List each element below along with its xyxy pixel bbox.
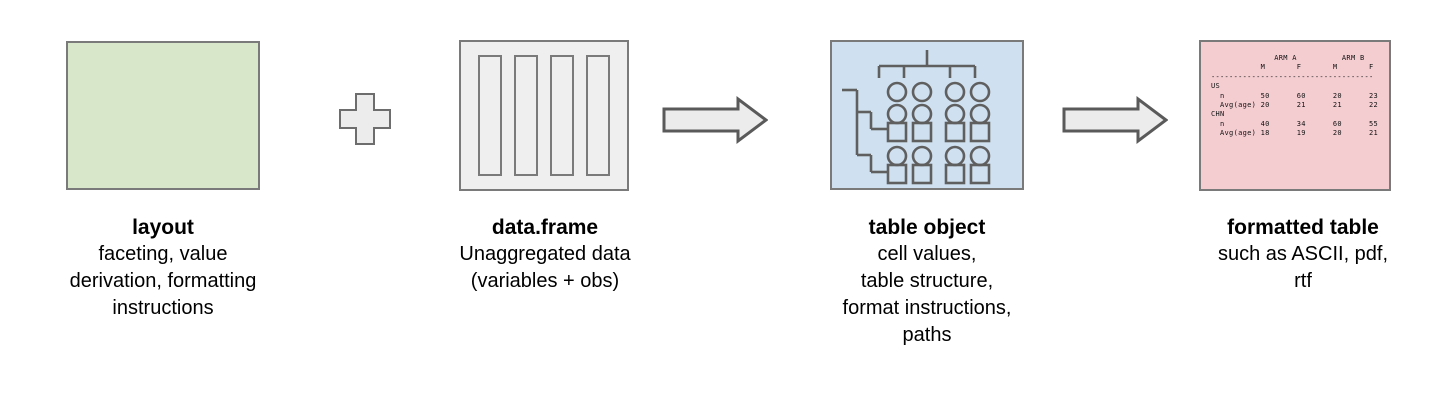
layout-desc-line: instructions xyxy=(112,297,214,319)
layout-desc-line: faceting, value xyxy=(98,243,228,265)
caption-table-object: table object cell values, table structur… xyxy=(786,214,1068,349)
dataframe-desc-line: Unaggregated data xyxy=(459,243,631,265)
dataframe-column xyxy=(550,55,574,176)
formatted-table-panel: ARM A ARM B M F M F --------------------… xyxy=(1199,40,1391,191)
layout-panel xyxy=(66,41,260,190)
caption-formatted-table: formatted table such as ASCII, pdf, rtf xyxy=(1162,214,1444,295)
layout-title: layout xyxy=(132,216,194,239)
dataframe-column xyxy=(514,55,538,176)
arrow-right-icon-1 xyxy=(662,96,768,144)
formatted-table-title: formatted table xyxy=(1227,216,1379,239)
table-object-structure-graphic xyxy=(842,50,991,185)
dataframe-title: data.frame xyxy=(491,216,599,239)
dataframe-column xyxy=(586,55,610,176)
plus-connector-icon xyxy=(339,93,391,145)
ascii-table-preview: ARM A ARM B M F M F --------------------… xyxy=(1211,54,1379,138)
table-object-desc-line: format instructions, xyxy=(842,297,1012,319)
dataframe-panel xyxy=(459,40,629,191)
layout-desc-line: derivation, formatting xyxy=(69,270,257,292)
table-object-desc-line: cell values, xyxy=(877,243,977,265)
table-object-desc-line: paths xyxy=(902,324,952,346)
caption-layout: layout faceting, value derivation, forma… xyxy=(22,214,304,322)
table-object-title: table object xyxy=(868,216,986,239)
table-object-desc-line: table structure, xyxy=(860,270,994,292)
formatted-table-desc-line: rtf xyxy=(1294,270,1312,292)
caption-dataframe: data.frame Unaggregated data (variables … xyxy=(404,214,686,295)
formatted-table-desc-line: such as ASCII, pdf, xyxy=(1217,243,1389,265)
dataframe-column xyxy=(478,55,502,176)
dataframe-columns xyxy=(461,42,627,189)
table-object-panel xyxy=(830,40,1024,190)
arrow-right-icon-2 xyxy=(1062,96,1168,144)
plus-inner-fill-vertical xyxy=(357,95,373,143)
dataframe-desc-line: (variables + obs) xyxy=(470,270,620,292)
